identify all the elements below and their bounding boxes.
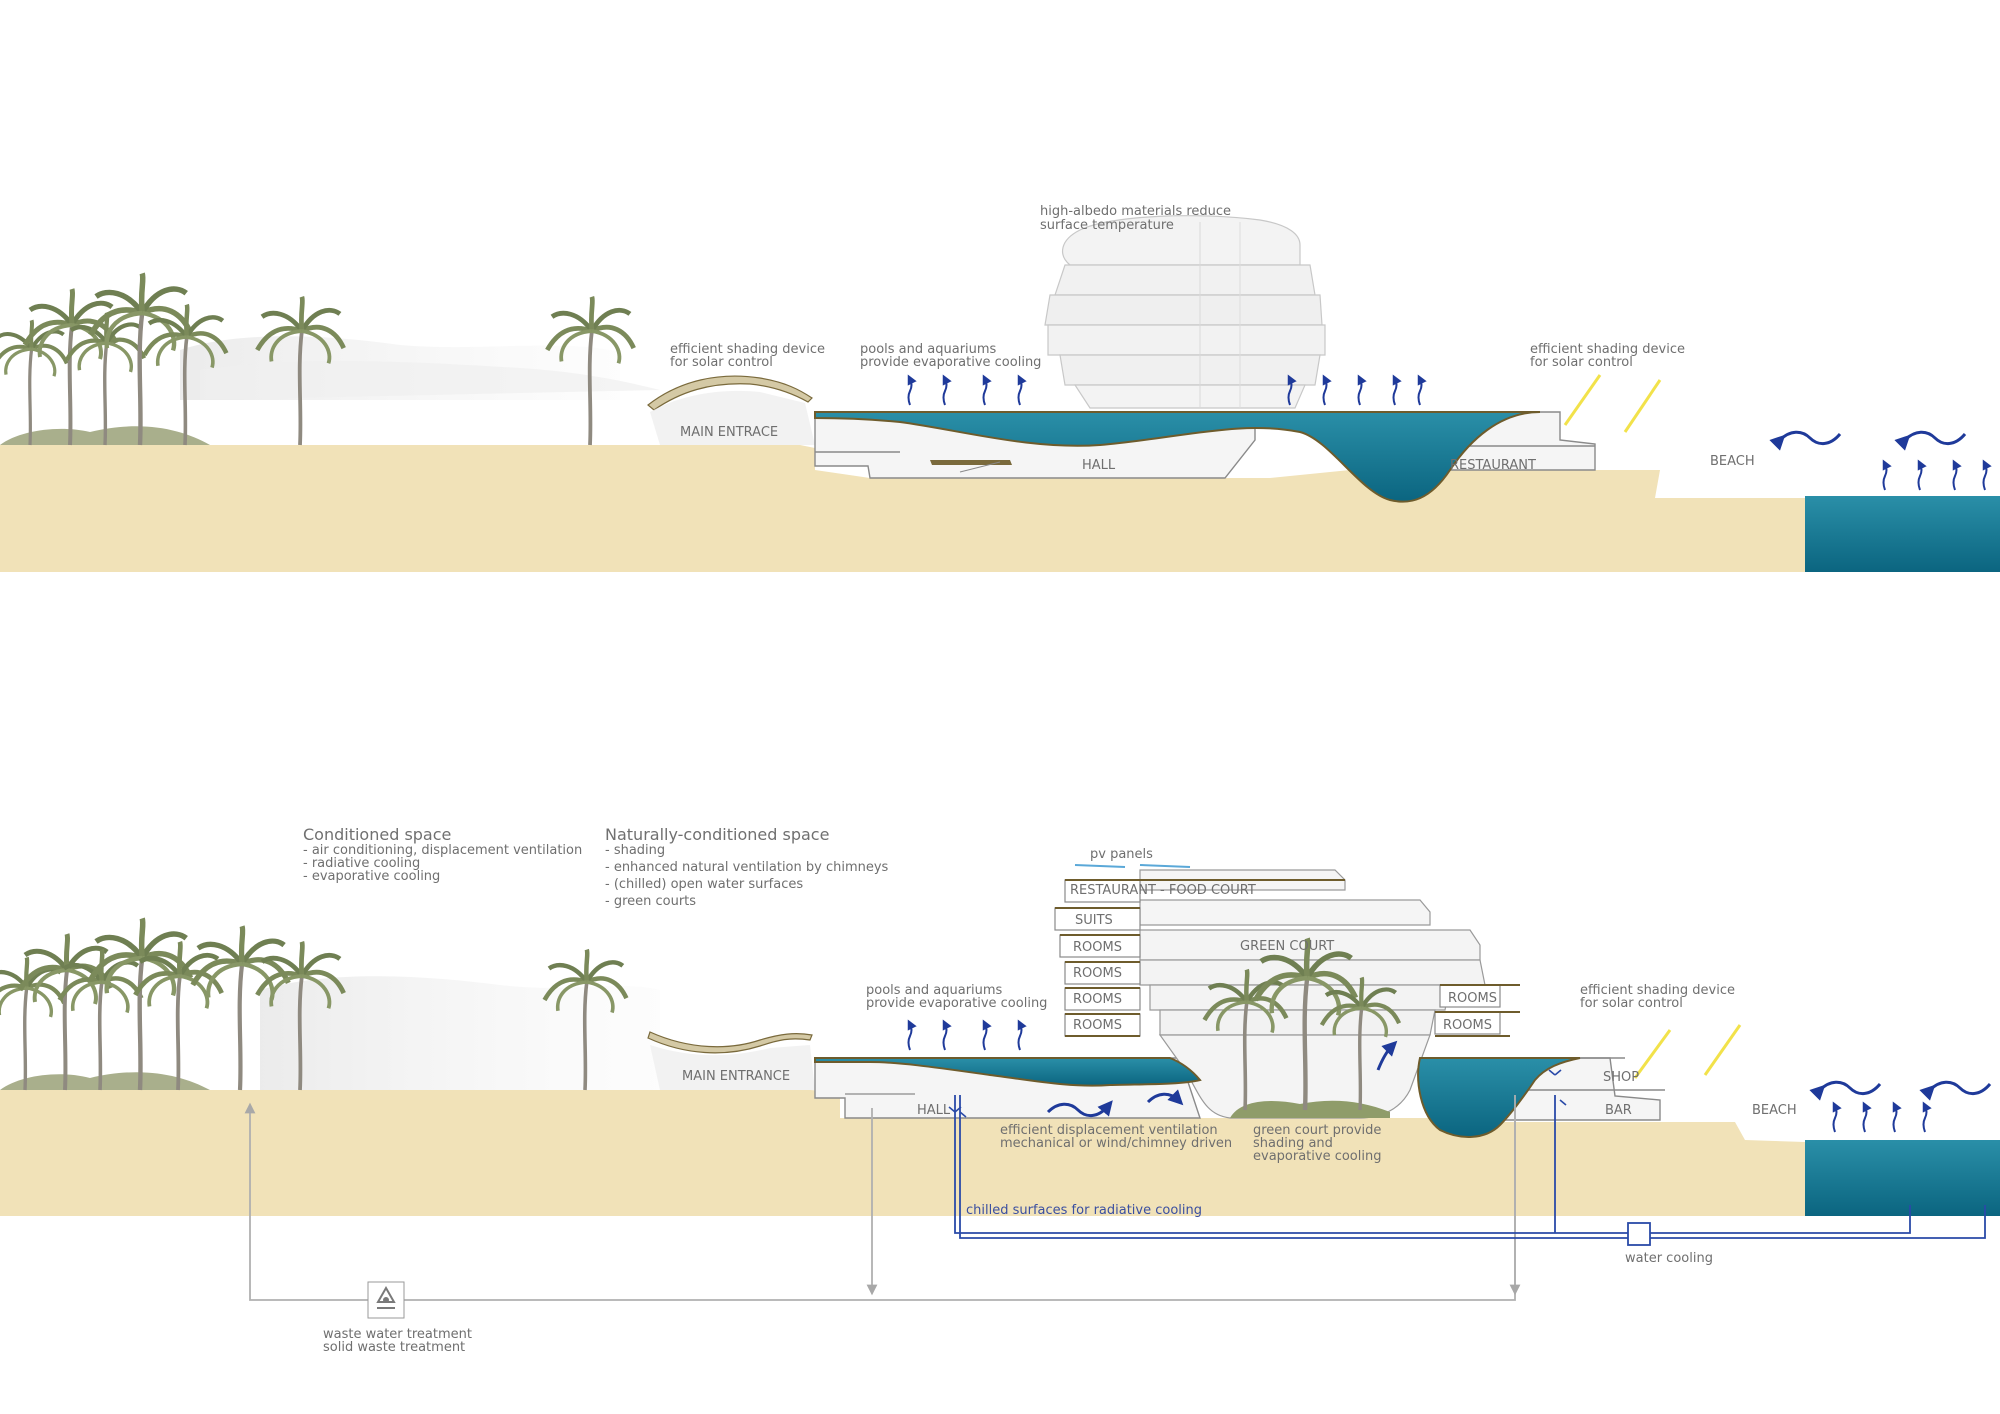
naturally-item: - enhanced natural ventilation by chimne… bbox=[605, 860, 889, 875]
sand-ground bbox=[0, 445, 1805, 572]
tower bbox=[1044, 215, 1326, 409]
entrance-glass bbox=[650, 390, 815, 445]
palm-tree-icon bbox=[20, 934, 111, 1090]
label-green-court: GREEN COURT bbox=[1240, 939, 1334, 954]
palm-tree-icon bbox=[0, 320, 67, 445]
pool bbox=[814, 411, 1541, 503]
conditioned-item: - air conditioning, displacement ventila… bbox=[303, 843, 582, 858]
entrance-canopy bbox=[647, 1031, 813, 1054]
haze bbox=[260, 976, 660, 1090]
label-ventilation-1: efficient displacement ventilation bbox=[1000, 1123, 1218, 1138]
shading-device bbox=[1633, 1029, 1672, 1079]
label-greencourt-2: shading and bbox=[1253, 1136, 1333, 1151]
diffuser-arrows bbox=[948, 1106, 967, 1118]
haze bbox=[200, 361, 660, 400]
palm-tree-icon bbox=[25, 289, 116, 445]
evaporation-arrows bbox=[907, 1019, 1932, 1133]
shading-device bbox=[1563, 374, 1602, 426]
label-shading-left-1: efficient shading device bbox=[670, 342, 825, 357]
water-cooling-unit bbox=[1627, 1222, 1651, 1246]
pv-panel bbox=[1139, 864, 1191, 868]
label-beach: BEACH bbox=[1710, 454, 1755, 469]
conditioned-item: - evaporative cooling bbox=[303, 869, 440, 884]
conditioned-item: - radiative cooling bbox=[303, 856, 420, 871]
label-greencourt-3: evaporative cooling bbox=[1253, 1149, 1381, 1164]
evaporation-arrows bbox=[907, 374, 1992, 491]
label-water-cooling: water cooling bbox=[1625, 1251, 1713, 1266]
pv-panel bbox=[1074, 864, 1126, 868]
label-shading-right-2: for solar control bbox=[1530, 355, 1633, 370]
bottom-section: Conditioned space - air conditioning, di… bbox=[0, 825, 2000, 1355]
label-main-entrance: MAIN ENTRANCE bbox=[682, 1069, 790, 1084]
label-rooms: ROOMS bbox=[1073, 992, 1122, 1007]
label-waste-2: solid waste treatment bbox=[323, 1340, 465, 1355]
entrance-glass bbox=[650, 1045, 815, 1090]
shading-device bbox=[1703, 1024, 1742, 1076]
diffuser-arrows bbox=[1548, 1069, 1567, 1106]
label-albedo-2: surface temperature bbox=[1040, 218, 1174, 233]
chilled-pipe bbox=[959, 1095, 1986, 1239]
label-chilled: chilled surfaces for radiative cooling bbox=[966, 1203, 1202, 1218]
naturally-item: - (chilled) open water surfaces bbox=[605, 877, 803, 892]
label-pools-2: provide evaporative cooling bbox=[866, 996, 1047, 1011]
top-section: high-albedo materials reduce surface tem… bbox=[0, 204, 2000, 572]
shading-device bbox=[1623, 379, 1662, 433]
label-shading-2: for solar control bbox=[1580, 996, 1683, 1011]
naturally-title: Naturally-conditioned space bbox=[605, 825, 829, 844]
palm-tree-icon bbox=[67, 312, 144, 445]
label-restaurant: RESTAURANT bbox=[1450, 458, 1536, 473]
label-shading-left-2: for solar control bbox=[670, 355, 773, 370]
label-restaurant-food-court: RESTAURANT - FOOD COURT bbox=[1070, 883, 1256, 898]
palm-tree-icon bbox=[91, 918, 191, 1090]
label-pv: pv panels bbox=[1090, 847, 1153, 862]
wind-wave-icon bbox=[1046, 1040, 1992, 1117]
label-hall: HALL bbox=[1082, 458, 1116, 473]
label-albedo-1: high-albedo materials reduce bbox=[1040, 204, 1231, 219]
sea bbox=[1805, 1140, 2000, 1216]
label-ventilation-2: mechanical or wind/chimney driven bbox=[1000, 1136, 1232, 1151]
sea bbox=[1805, 496, 2000, 572]
vegetation bbox=[1230, 1100, 1390, 1118]
label-rooms: ROOMS bbox=[1073, 966, 1122, 981]
label-pools-1: pools and aquariums bbox=[866, 983, 1003, 998]
label-shop: SHOP bbox=[1603, 1070, 1639, 1085]
label-rooms: ROOMS bbox=[1073, 1018, 1122, 1033]
sand-ground bbox=[0, 1090, 1805, 1216]
label-rooms: ROOMS bbox=[1443, 1018, 1492, 1033]
label-greencourt-1: green court provide bbox=[1253, 1123, 1381, 1138]
chilled-pipe bbox=[954, 1095, 1911, 1234]
vegetation bbox=[0, 1072, 210, 1090]
naturally-item: - green courts bbox=[605, 894, 696, 909]
label-pools-1: pools and aquariums bbox=[860, 342, 997, 357]
pool bbox=[1417, 1057, 1581, 1138]
label-hall: HALL bbox=[917, 1103, 951, 1118]
label-bar: BAR bbox=[1605, 1103, 1632, 1118]
naturally-item: - shading bbox=[605, 843, 665, 858]
recycle-icon bbox=[367, 1281, 405, 1319]
label-beach: BEACH bbox=[1752, 1103, 1797, 1118]
stair bbox=[959, 461, 1001, 473]
entrance-canopy bbox=[647, 375, 813, 411]
conditioned-title: Conditioned space bbox=[303, 825, 451, 844]
label-suits: SUITS bbox=[1075, 913, 1113, 928]
label-rooms: ROOMS bbox=[1448, 991, 1497, 1006]
label-shading-right-1: efficient shading device bbox=[1530, 342, 1685, 357]
label-main-entrance: MAIN ENTRACE bbox=[680, 425, 778, 440]
wind-wave-icon bbox=[1769, 430, 1967, 451]
label-waste-1: waste water treatment bbox=[323, 1327, 472, 1342]
pool bbox=[814, 1057, 1202, 1087]
label-pools-2: provide evaporative cooling bbox=[860, 355, 1041, 370]
label-shading-1: efficient shading device bbox=[1580, 983, 1735, 998]
label-rooms: ROOMS bbox=[1073, 940, 1122, 955]
